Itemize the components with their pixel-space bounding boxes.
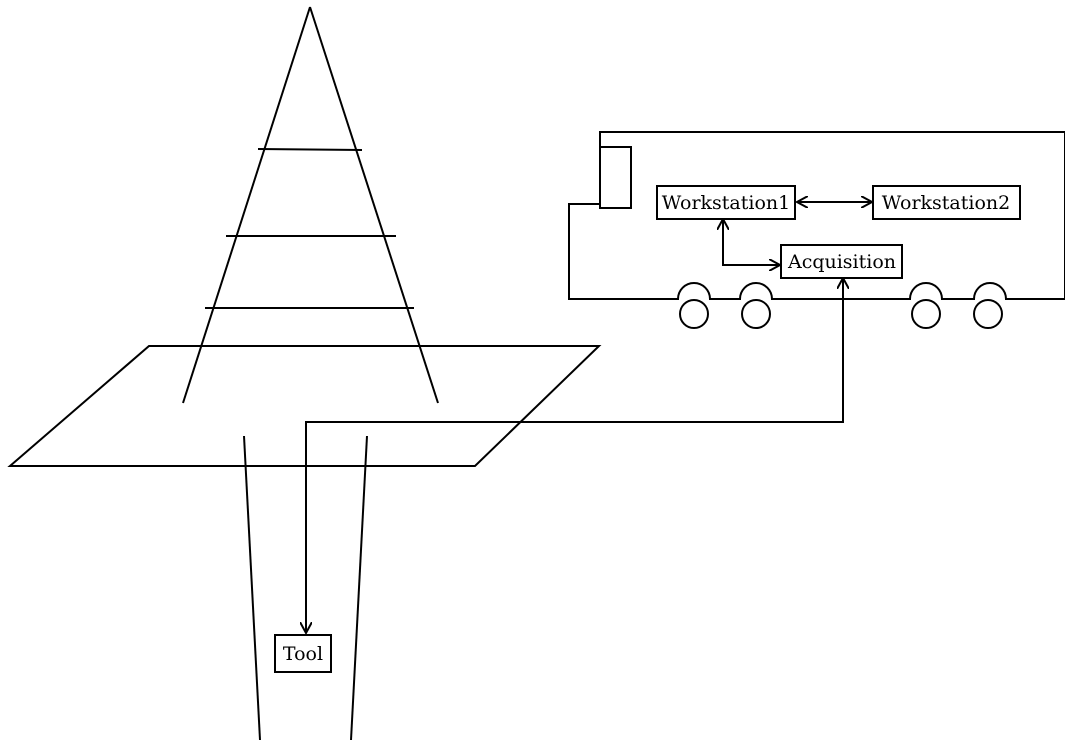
workstation1-acquisition-connector <box>723 219 780 265</box>
tool-box: Tool <box>274 634 332 673</box>
truck-cab-window <box>599 146 632 209</box>
derrick-right-leg <box>309 6 439 404</box>
tool-label: Tool <box>283 643 323 665</box>
truck-wheel-1 <box>679 299 709 329</box>
borehole-left-wall <box>243 435 261 741</box>
truck-wheel-3 <box>911 299 941 329</box>
workstation2-label: Workstation2 <box>882 192 1010 214</box>
truck-wheel-4 <box>973 299 1003 329</box>
logging-truck <box>568 131 1065 329</box>
derrick-tower <box>182 6 439 404</box>
workstation1-label: Workstation1 <box>662 192 790 214</box>
borehole-right-wall <box>350 435 368 741</box>
workstation2-box: Workstation2 <box>872 185 1021 220</box>
ground-plane <box>7 345 602 467</box>
acquisition-box: Acquisition <box>780 244 903 279</box>
derrick-crossbar-1 <box>257 148 363 151</box>
workstation1-box: Workstation1 <box>656 185 796 220</box>
acquisition-label: Acquisition <box>787 251 896 273</box>
derrick-left-leg <box>182 6 311 404</box>
acquisition-tool-cable <box>306 278 843 633</box>
truck-wheel-2 <box>741 299 771 329</box>
